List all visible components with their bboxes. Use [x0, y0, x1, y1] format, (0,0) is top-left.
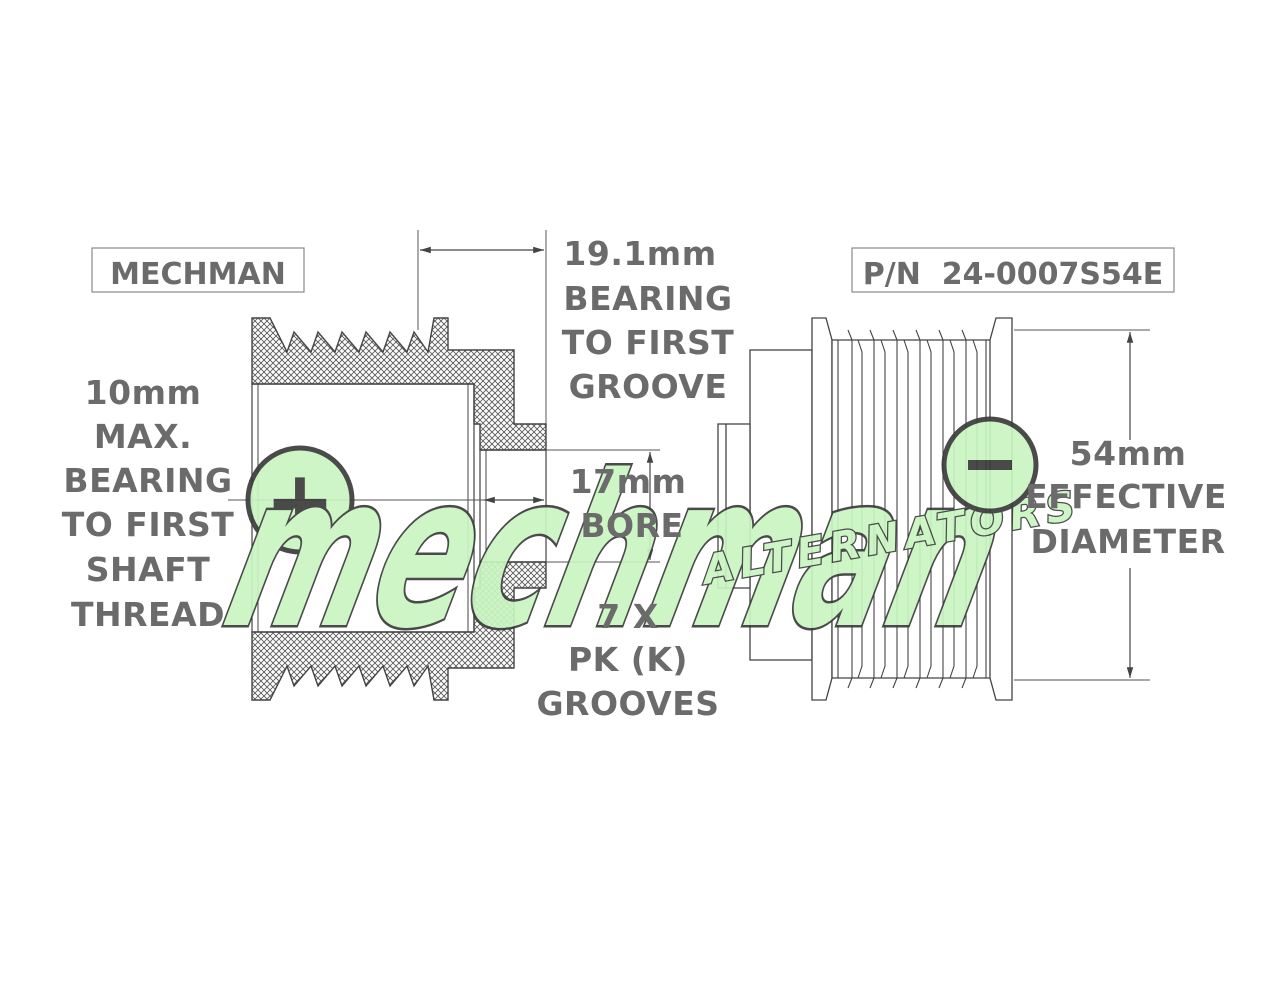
svg-text:BEARING: BEARING	[63, 461, 232, 500]
part-number-box: P/N 24-0007S54E	[851, 247, 1175, 293]
mechman-watermark-logo: + mechman ALTERNATORS	[204, 416, 1086, 678]
svg-text:SHAFT: SHAFT	[86, 550, 210, 589]
dimension-diameter	[1014, 329, 1150, 681]
svg-text:TO FIRST: TO FIRST	[562, 323, 735, 362]
brand-label: MECHMAN	[110, 257, 286, 292]
svg-text:10mm: 10mm	[85, 373, 202, 412]
svg-text:BORE: BORE	[580, 506, 683, 545]
svg-text:17mm: 17mm	[570, 462, 687, 501]
label-bearing-to-groove: 19.1mm BEARING TO FIRST GROOVE	[562, 234, 735, 406]
label-diameter: 54mm EFFECTIVE DIAMETER	[1025, 434, 1227, 561]
label-grooves: 7 X PK (K) GROOVES	[536, 597, 719, 723]
svg-text:54mm: 54mm	[1070, 434, 1187, 473]
svg-text:MAX.: MAX.	[94, 417, 192, 456]
svg-text:7 X: 7 X	[597, 597, 658, 636]
svg-text:THREAD: THREAD	[71, 595, 225, 634]
dimension-bearing-to-groove	[417, 230, 547, 424]
dimension-bore	[546, 449, 660, 563]
label-bore: 17mm BORE	[570, 462, 687, 545]
side-elevation-view	[717, 317, 1013, 701]
svg-text:GROOVE: GROOVE	[569, 367, 728, 406]
watermark-plus: +	[265, 452, 335, 550]
brand-label-box: MECHMAN	[91, 247, 305, 293]
svg-text:19.1mm: 19.1mm	[563, 234, 716, 273]
watermark-main-text: mechman	[207, 431, 1028, 675]
svg-text:PK (K): PK (K)	[568, 640, 688, 679]
svg-text:EFFECTIVE: EFFECTIVE	[1025, 477, 1227, 516]
section-bottom-wall	[251, 561, 547, 701]
pulley-hub	[749, 349, 813, 661]
pulley-nose	[717, 423, 751, 589]
svg-text:TO FIRST: TO FIRST	[62, 505, 235, 544]
part-number-label: P/N 24-0007S54E	[863, 257, 1163, 292]
label-bearing-to-thread: 10mm MAX. BEARING TO FIRST SHAFT THREAD	[62, 373, 235, 634]
svg-text:DIAMETER: DIAMETER	[1030, 522, 1225, 561]
plus-circle-icon	[245, 445, 355, 555]
svg-text:BEARING: BEARING	[563, 279, 732, 318]
svg-text:GROOVES: GROOVES	[536, 684, 719, 723]
